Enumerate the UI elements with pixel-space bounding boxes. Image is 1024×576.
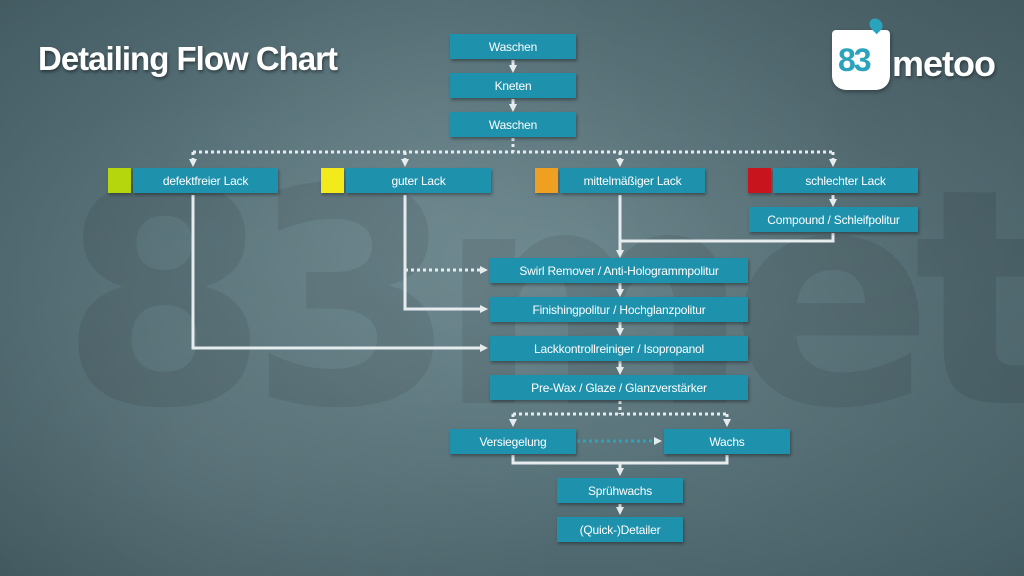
node-wachs: Wachs bbox=[664, 429, 790, 454]
node-defektfreier-lack: defektfreier Lack bbox=[133, 168, 278, 193]
node-kneten: Kneten bbox=[450, 73, 576, 98]
node-mittelmaessiger-lack: mittelmäßiger Lack bbox=[560, 168, 705, 193]
node-finishingpolitur: Finishingpolitur / Hochglanzpolitur bbox=[490, 297, 748, 322]
node-quick-detailer: (Quick-)Detailer bbox=[557, 517, 683, 542]
node-versiegelung: Versiegelung bbox=[450, 429, 576, 454]
node-pre-wax: Pre-Wax / Glaze / Glanzverstärker bbox=[490, 375, 748, 400]
line-compound-join bbox=[620, 233, 835, 243]
arrow-defektfrei-lackkontroll bbox=[191, 195, 488, 352]
node-swirl-remover: Swirl Remover / Anti-Hologrammpolitur bbox=[490, 258, 748, 283]
swatch-mittel bbox=[535, 168, 558, 193]
arrow-gut-finish bbox=[403, 195, 488, 313]
brand-logo: 83 metoo bbox=[830, 15, 1000, 96]
cup-icon bbox=[832, 30, 890, 90]
logo-number: 83 bbox=[838, 42, 872, 78]
node-lackkontrollreiniger: Lackkontrollreiniger / Isopropanol bbox=[490, 336, 748, 361]
node-compound: Compound / Schleifpolitur bbox=[749, 207, 918, 232]
swatch-defektfrei bbox=[108, 168, 131, 193]
node-schlechter-lack: schlechter Lack bbox=[773, 168, 918, 193]
node-spruehwachs: Sprühwachs bbox=[557, 478, 683, 503]
swatch-schlecht bbox=[748, 168, 771, 193]
page-title: Detailing Flow Chart bbox=[38, 40, 338, 77]
logo-wordmark: metoo bbox=[892, 43, 996, 84]
node-guter-lack: guter Lack bbox=[346, 168, 491, 193]
node-waschen-2: Waschen bbox=[450, 112, 576, 137]
swatch-gut bbox=[321, 168, 344, 193]
node-waschen-1: Waschen bbox=[450, 34, 576, 59]
merge-bar bbox=[511, 455, 729, 465]
